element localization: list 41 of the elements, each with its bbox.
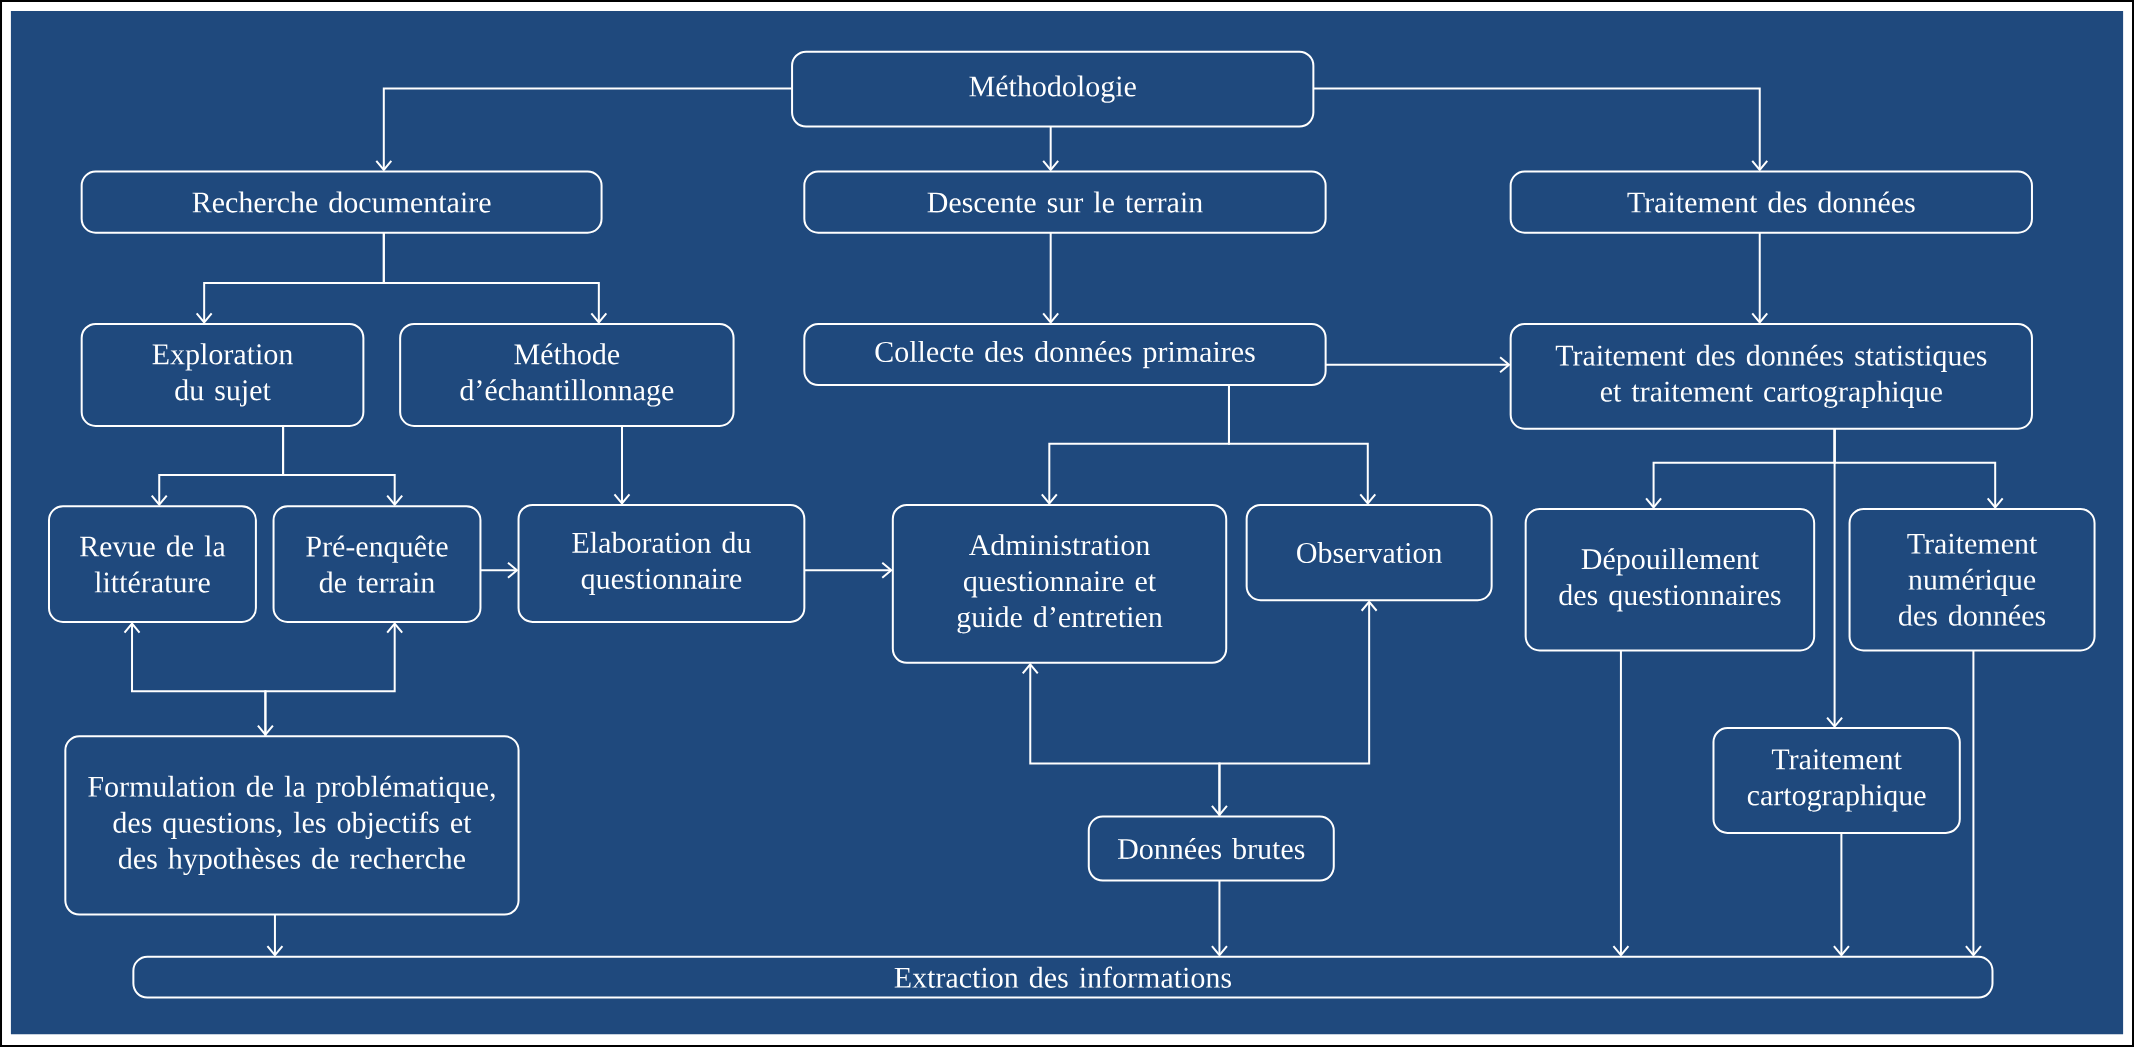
- arrow: [264, 621, 404, 738]
- process-box: Administration questionnaire et guide d’entretien: [891, 503, 1228, 664]
- arrow: [1210, 879, 1228, 957]
- arrow: [375, 87, 794, 172]
- arrow: [266, 913, 284, 957]
- process-box: Exploration du sujet: [80, 322, 365, 427]
- arrow: [1218, 600, 1378, 818]
- process-box: Observation: [1245, 503, 1493, 602]
- arrow: [382, 231, 608, 324]
- arrow: [282, 425, 404, 507]
- arrow: [1312, 87, 1769, 172]
- process-box: Traitement cartographique: [1712, 727, 1961, 834]
- arrow: [479, 561, 519, 579]
- process-box: Données brutes: [1087, 815, 1335, 882]
- process-box: Traitement numérique des données: [1848, 508, 2096, 652]
- arrow: [1227, 384, 1377, 505]
- arrow: [1021, 662, 1228, 817]
- process-box: Méthodologie: [791, 50, 1315, 128]
- process-box: Recherche documentaire: [80, 170, 603, 234]
- arrow: [1324, 356, 1511, 374]
- arrow: [613, 425, 631, 505]
- process-box: Traitement des données statistiques et traitement cartographique: [1509, 322, 2033, 430]
- process-box: Descente sur le terrain: [803, 170, 1327, 234]
- process-box: Formulation de la problématique, des questions, les objectifs et des hypothèses de recherche: [64, 735, 520, 916]
- process-box: Pré-enquête de terrain: [272, 505, 482, 623]
- process-box: Collecte des données primaires: [803, 322, 1327, 387]
- arrow: [123, 621, 274, 737]
- arrow: [1826, 427, 1844, 729]
- process-box: Méthode d’échantillonnage: [399, 322, 735, 427]
- arrow: [1832, 831, 1850, 957]
- arrow: [1042, 231, 1060, 324]
- process-box: Extraction des informations: [132, 955, 1994, 999]
- process-box: Traitement des données: [1509, 170, 2033, 234]
- arrow: [1612, 649, 1630, 957]
- process-box: Revue de la littérature: [48, 505, 257, 623]
- arrow: [1964, 649, 1982, 957]
- process-box: Dépouillement des questionnaires: [1524, 508, 1816, 652]
- arrow: [1751, 231, 1769, 324]
- arrow: [803, 561, 893, 579]
- arrow: [1042, 125, 1060, 172]
- process-box: Elaboration du questionnaire: [517, 503, 806, 623]
